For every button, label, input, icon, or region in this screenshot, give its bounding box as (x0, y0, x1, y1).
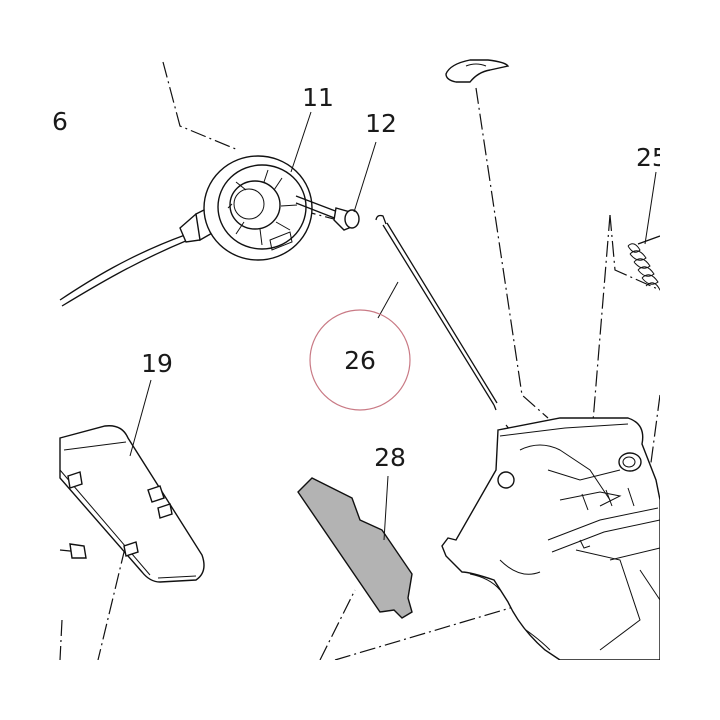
highlight-circle-26 (309, 309, 411, 411)
callout-19: 19 (141, 349, 173, 378)
callout-12: 12 (365, 109, 397, 138)
callout-26: 26 (344, 346, 376, 375)
callout-6: 6 (52, 107, 68, 136)
callout-11: 11 (302, 83, 334, 112)
part-25-spring (627, 235, 661, 291)
part-19-cover (59, 425, 205, 583)
top-clip (445, 59, 510, 83)
part-26-rod (375, 214, 498, 411)
leader-lines (129, 111, 657, 541)
part-11-pulley (59, 155, 313, 307)
part-28-pad (297, 477, 413, 619)
callout-28: 28 (374, 443, 406, 472)
part-12-screw (295, 195, 360, 231)
main-housing (441, 417, 661, 661)
